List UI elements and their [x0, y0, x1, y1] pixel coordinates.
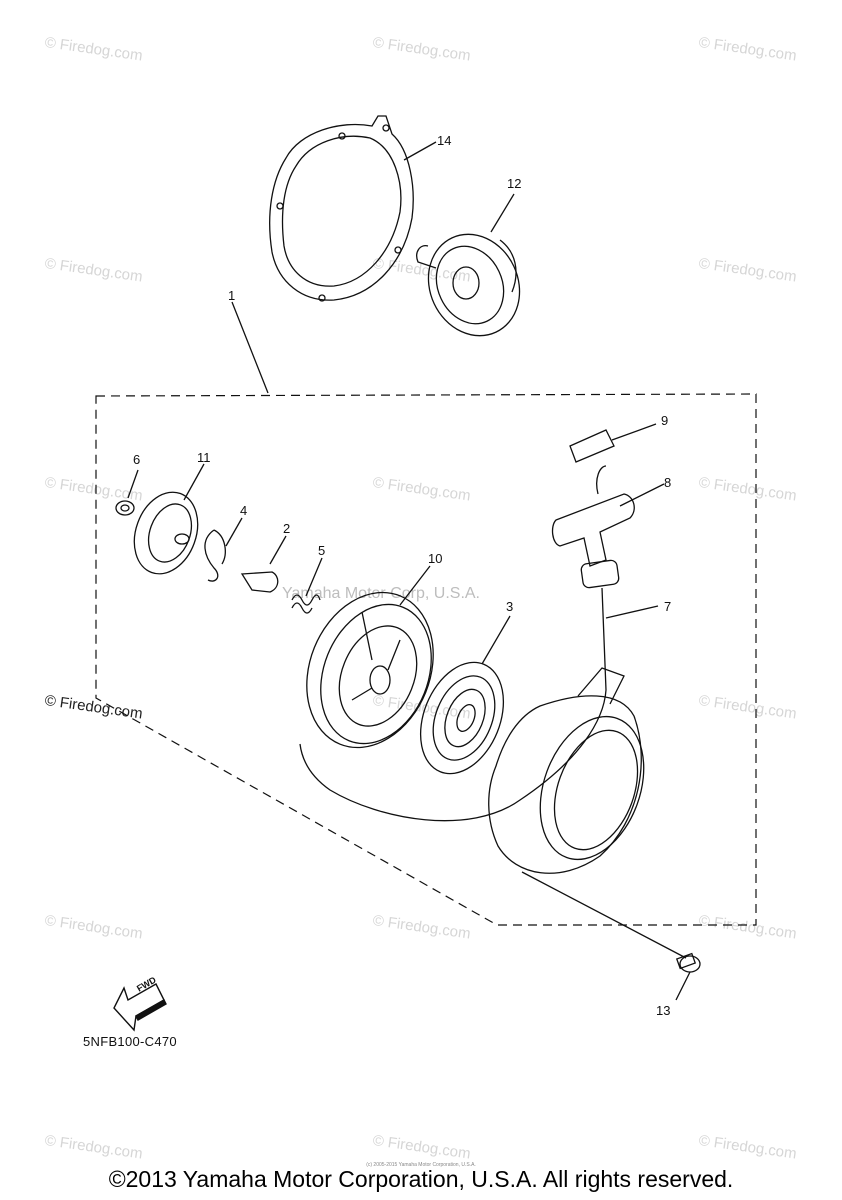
- leader-line-1: [231, 301, 269, 394]
- center-watermark: Yamaha Motor Corp, U.S.A.: [282, 585, 480, 602]
- pawl-2: [240, 571, 279, 593]
- leader-line-10: [399, 565, 431, 606]
- callout-13: 13: [656, 1003, 671, 1018]
- callout-1: 1: [228, 288, 236, 303]
- gasket-14: [269, 115, 414, 302]
- bolt-13: [675, 952, 701, 973]
- reel-10: [306, 591, 434, 749]
- callout-9: 9: [661, 413, 669, 428]
- leader-line-13: [521, 871, 687, 959]
- leader-line-13b: [675, 971, 691, 1001]
- callout-3: 3: [506, 599, 514, 614]
- assembly-boundary: [95, 393, 757, 926]
- copyright-notice: ©2013 Yamaha Motor Corporation, U.S.A. A…: [108, 1166, 734, 1192]
- leader-line-9: [611, 423, 657, 441]
- callout-5: 5: [318, 543, 326, 558]
- recoil-spring-3: [419, 661, 505, 775]
- spring-5: [291, 594, 321, 614]
- spring-clip-4: [204, 529, 226, 582]
- leader-line-2: [269, 535, 287, 565]
- leader-line-5: [305, 557, 323, 597]
- callout-12: 12: [507, 176, 522, 191]
- starter-case: [488, 667, 645, 874]
- leader-line-6: [127, 469, 139, 499]
- leader-line-14: [403, 141, 437, 161]
- callout-10: 10: [428, 551, 443, 566]
- small-print: (c) 2005-2015 Yamaha Motor Corporation, …: [366, 1162, 476, 1168]
- starter-handle-8: [551, 465, 635, 589]
- callout-8: 8: [664, 475, 672, 490]
- callout-2: 2: [283, 521, 291, 536]
- leader-line-4: [225, 517, 243, 547]
- nut-6: [115, 500, 135, 516]
- leader-line-11: [183, 463, 205, 501]
- friction-plate-11: [133, 491, 199, 575]
- drive-pulley-12: [416, 233, 521, 337]
- callout-6: 6: [133, 452, 141, 467]
- callout-11: 11: [197, 450, 211, 465]
- leader-line-3: [481, 615, 511, 665]
- callout-4: 4: [240, 503, 248, 518]
- leader-line-8: [619, 483, 665, 507]
- starter-rope-7: [299, 587, 607, 822]
- callout-7: 7: [664, 599, 672, 614]
- leader-line-7: [605, 605, 659, 619]
- diagram-code: 5NFB100-C470: [83, 1034, 177, 1049]
- callout-14: 14: [437, 133, 452, 148]
- handle-cap-9: [569, 429, 615, 463]
- fwd-arrow-icon: [113, 983, 167, 1032]
- leader-line-12: [490, 193, 515, 233]
